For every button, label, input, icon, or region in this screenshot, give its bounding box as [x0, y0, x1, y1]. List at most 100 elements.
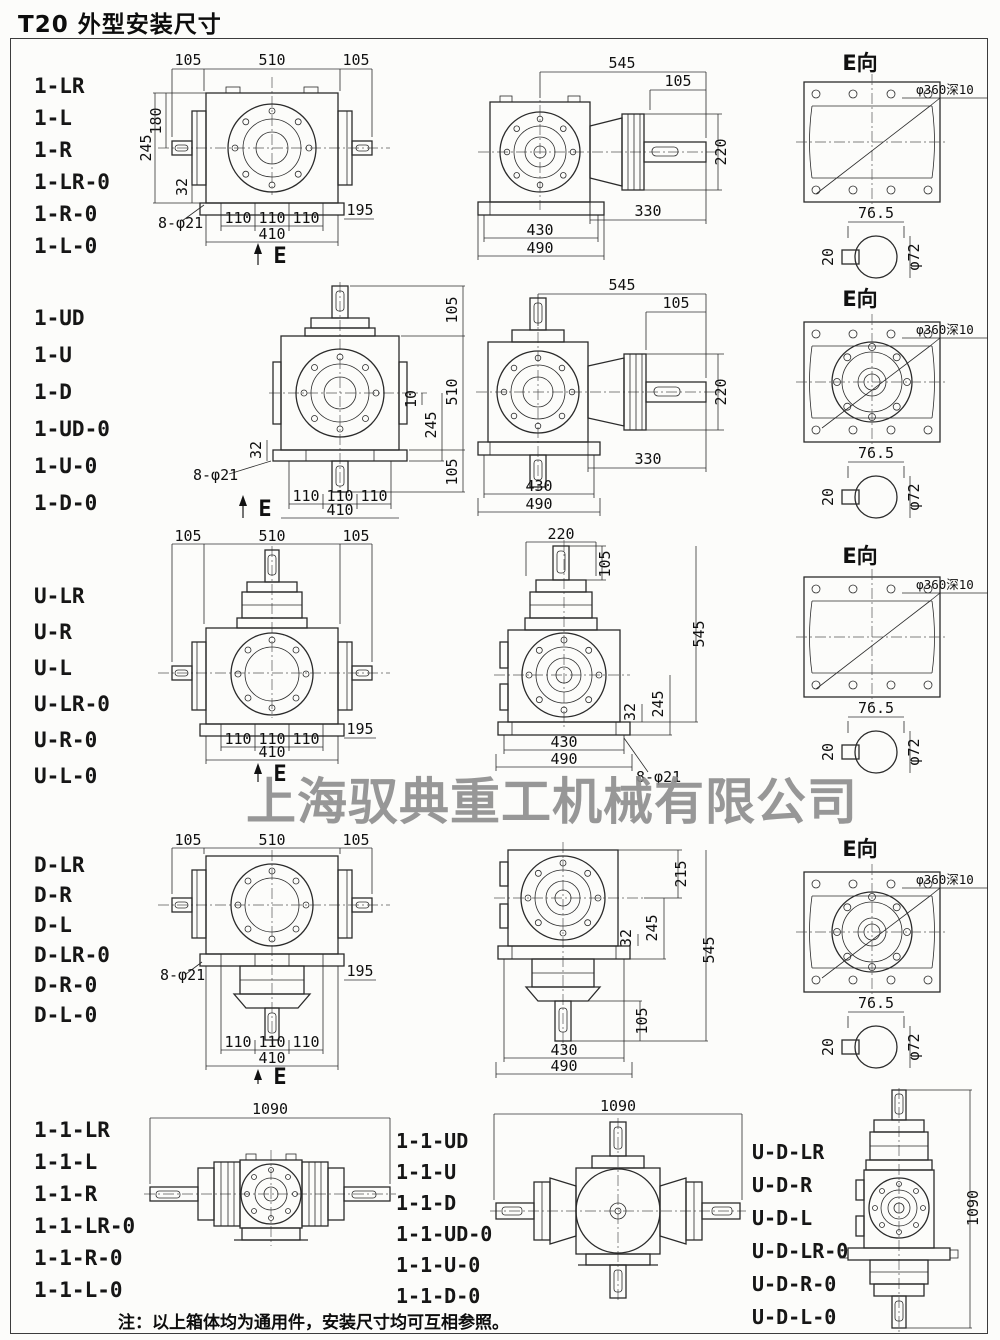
dim-label: 20 — [819, 743, 837, 761]
dim-label: φ72 — [905, 738, 923, 765]
model-label: 1-1-U-0 — [396, 1253, 481, 1277]
model-label: D-R-0 — [34, 973, 98, 997]
dim-label: 32 — [617, 929, 635, 947]
dim-label: 220 — [712, 138, 730, 165]
e-view-row4: E向 φ360深10 76.5 20 φ72 — [796, 837, 988, 1069]
dim-label: 105 — [342, 831, 369, 849]
dim-label: 545 — [690, 620, 708, 647]
model-label: 1-1-L — [34, 1150, 98, 1174]
dim-label: 32 — [621, 703, 639, 721]
callout-label: φ360深10 — [916, 322, 974, 337]
dim-label: 105 — [596, 550, 614, 577]
dim-label: 195 — [346, 720, 373, 738]
dim-label: 430 — [525, 477, 552, 495]
e-view-row1: E向 φ360深10 76.5 20 φ72 — [796, 51, 988, 279]
dim-label: 110 — [360, 487, 387, 505]
model-label: U-D-R — [752, 1173, 813, 1197]
dim-label: 245 — [649, 690, 667, 717]
model-list-row4: D-LR D-R D-L D-LR-0 D-R-0 D-L-0 — [34, 850, 110, 1030]
dim-label: 220 — [712, 378, 730, 405]
e-direction-arrow: E — [239, 495, 272, 522]
e-label: E — [273, 244, 286, 269]
model-label: 1-R — [34, 138, 72, 162]
dim-label: 1090 — [600, 1097, 636, 1115]
model-label: 1-R-0 — [34, 202, 98, 226]
model-list-row1: 1-LR 1-L 1-R 1-LR-0 1-R-0 1-L-0 — [34, 70, 110, 262]
dim-label: 110 — [292, 487, 319, 505]
e-label: E — [258, 497, 271, 522]
model-label: D-L-0 — [34, 1003, 98, 1027]
callout-label: φ360深10 — [916, 577, 974, 592]
dim-label: 510 — [443, 378, 461, 405]
e-view-title: E向 — [842, 837, 877, 861]
callout-label: φ360深10 — [916, 872, 974, 887]
model-label: 1-LR-0 — [34, 170, 110, 194]
model-label: 1-1-LR — [34, 1118, 110, 1142]
model-label: D-L — [34, 913, 72, 937]
dim-label: 105 — [174, 831, 201, 849]
callout-label: φ360深10 — [916, 82, 974, 97]
front-view-row4: 105 510 105 8-φ21 195 110 110 110 — [158, 831, 390, 1090]
dim-label: 32 — [247, 441, 265, 459]
e-direction-arrow: E — [254, 762, 287, 787]
dim-label: 410 — [258, 1049, 285, 1067]
dim-label: 110 — [292, 209, 319, 227]
dim-label: 510 — [258, 527, 285, 545]
dim-label: 410 — [326, 501, 353, 519]
dim-label: 430 — [550, 1041, 577, 1059]
dim-label: φ72 — [905, 483, 923, 510]
model-label: U-D-L — [752, 1206, 813, 1230]
dim-label: 245 — [643, 914, 661, 941]
model-label: 1-1-LR-0 — [34, 1214, 136, 1238]
e-view-row3: E向 φ360深10 76.5 20 φ72 — [796, 544, 988, 774]
dim-label: 545 — [608, 276, 635, 294]
holes-label: 8-φ21 — [193, 466, 238, 484]
e-view-row2: E向 φ360深10 76.5 20 φ72 — [796, 287, 988, 519]
e-label: E — [273, 762, 286, 787]
e-view-title: E向 — [842, 544, 877, 568]
gearbox-body — [171, 855, 373, 1041]
model-label: U-D-L-0 — [752, 1305, 837, 1329]
sheet-border — [10, 38, 988, 1334]
model-label: 1-1-L-0 — [34, 1278, 123, 1302]
model-label: 1-1-R — [34, 1182, 98, 1206]
gearbox-body — [497, 545, 631, 736]
footer-note: 注：以上箱体均为通用件，安装尺寸均可互相参照。 — [118, 1313, 509, 1333]
gearbox-body — [477, 297, 707, 488]
model-label: 1-D — [34, 380, 72, 404]
gearbox-body — [149, 1153, 391, 1241]
page-title: T20 外型安装尺寸 — [18, 12, 222, 38]
model-list-row5b: 1-1-UD 1-1-U 1-1-D 1-1-UD-0 1-1-U-0 1-1-… — [396, 1126, 492, 1312]
dim-label: 1090 — [964, 1190, 982, 1226]
dim-label: 110 — [292, 1033, 319, 1051]
dim-label: 245 — [137, 134, 155, 161]
model-label: U-LR-0 — [34, 692, 110, 716]
dim-label: 110 — [258, 209, 285, 227]
model-label: 1-LR — [34, 74, 85, 98]
dim-label: 490 — [525, 495, 552, 513]
dim-label: 76.5 — [858, 204, 894, 222]
dim-label: 105 — [342, 51, 369, 69]
gearbox-body — [171, 549, 373, 737]
dim-label: 110 — [224, 1033, 251, 1051]
side-view-row1: 545 105 220 330 430 490 — [477, 54, 730, 260]
model-label: 1-UD-0 — [34, 417, 110, 441]
cross-shaft-view-row5b: 1090 — [490, 1097, 746, 1300]
dim-label: 410 — [258, 225, 285, 243]
dim-label: φ72 — [905, 1033, 923, 1060]
dim-label: 245 — [422, 411, 440, 438]
dim-label: 510 — [258, 831, 285, 849]
front-view-row1: 105 510 105 180 245 32 8-φ21 110 110 — [137, 51, 390, 269]
dim-label: 330 — [634, 450, 661, 468]
model-label: U-R — [34, 620, 72, 644]
model-label: D-LR-0 — [34, 943, 110, 967]
dim-label: 105 — [443, 296, 461, 323]
dim-label: 105 — [633, 1007, 651, 1034]
holes-label: 8-φ21 — [160, 966, 205, 984]
model-label: U-LR — [34, 584, 85, 608]
gearbox-body — [272, 285, 408, 493]
dim-label: 195 — [346, 962, 373, 980]
watermark: 上海驭典重工机械有限公司 — [246, 773, 858, 831]
dim-label: 110 — [224, 730, 251, 748]
